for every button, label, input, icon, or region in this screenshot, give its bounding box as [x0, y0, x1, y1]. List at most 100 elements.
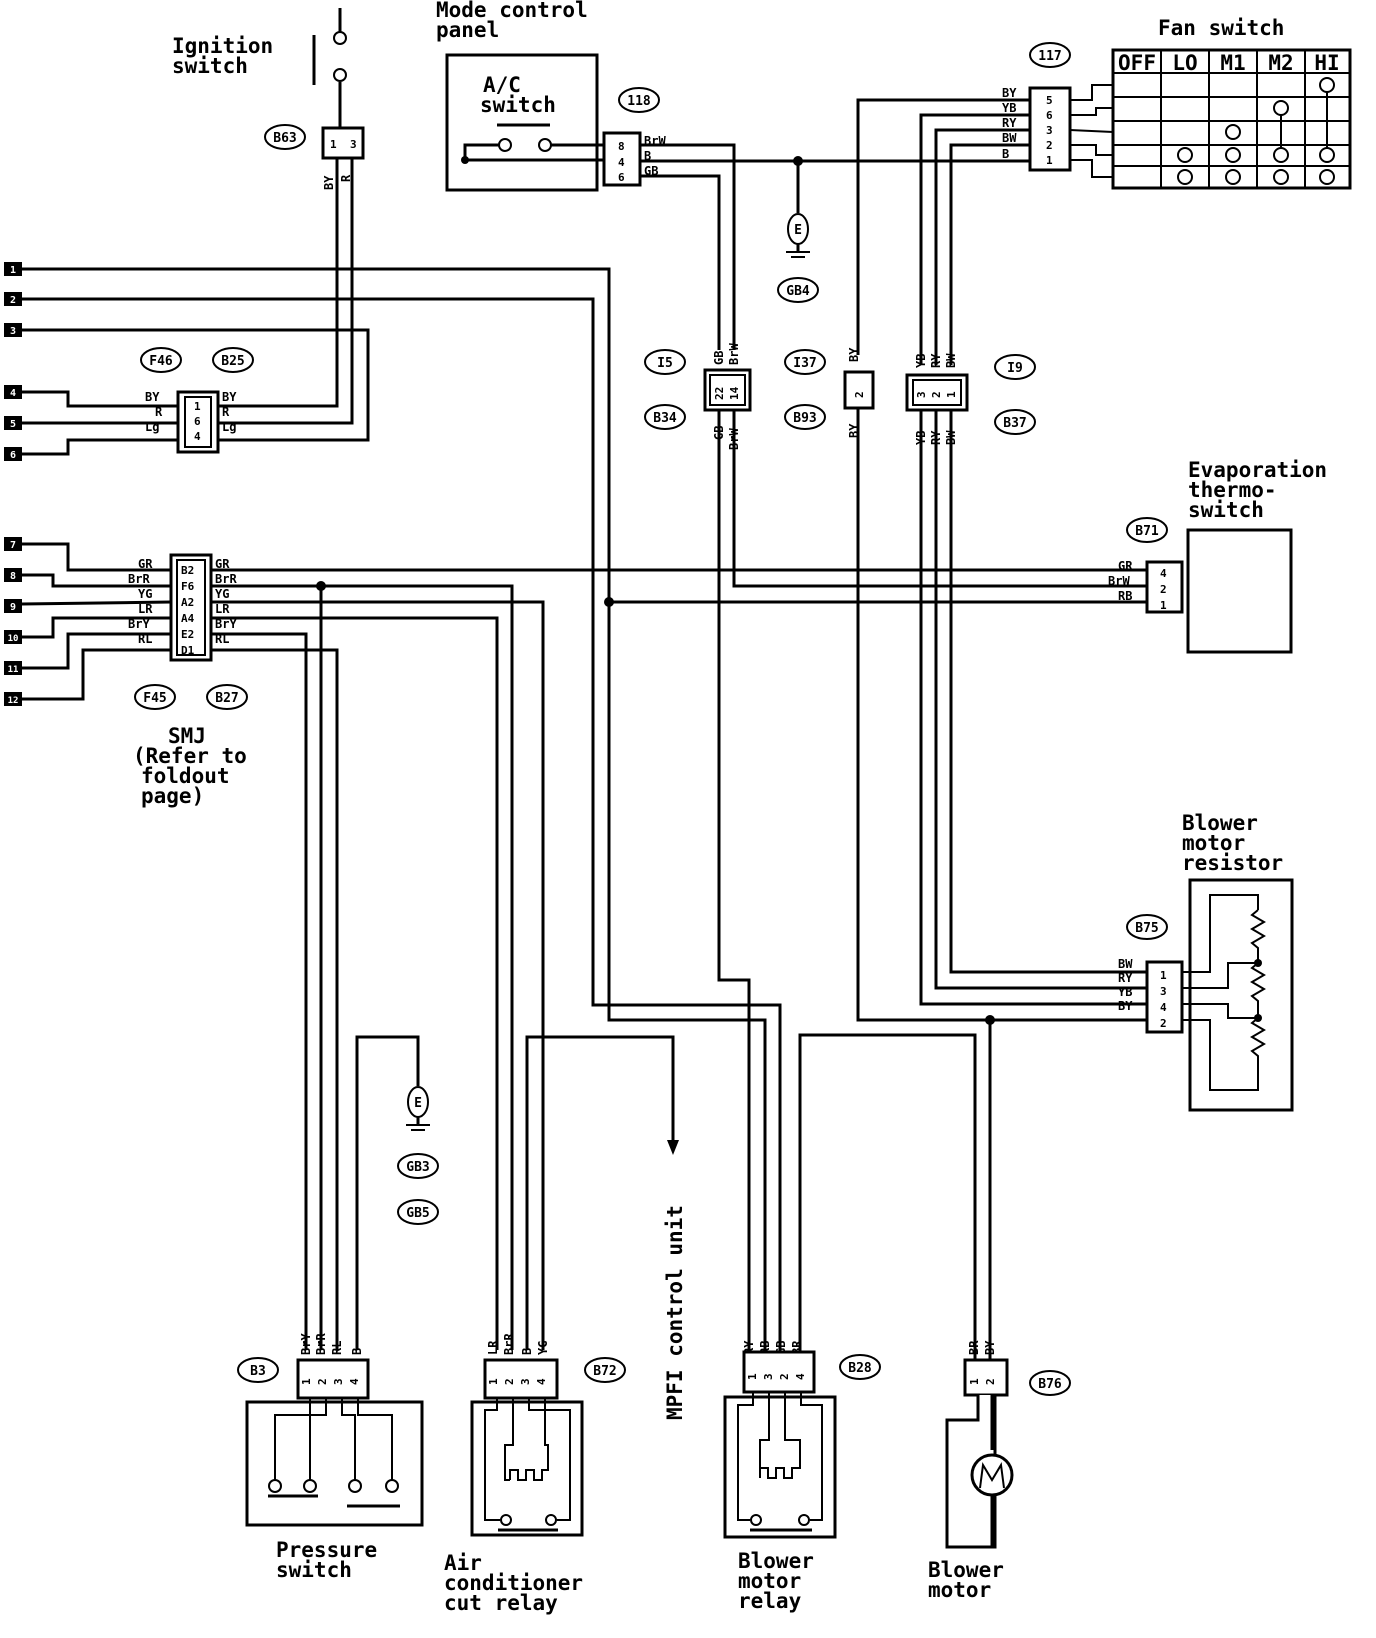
b72-pin-1: 1	[487, 1378, 500, 1385]
connector-b76-label: B76	[1038, 1377, 1062, 1392]
terminal-11-box	[4, 661, 22, 675]
b63-pin-1: 1	[330, 138, 337, 151]
terminal-10: 10	[4, 630, 22, 644]
b75-pin-1: 1	[1160, 969, 1167, 982]
b72-coil	[509, 1398, 549, 1481]
connector-b71-body	[1145, 560, 1184, 614]
fan-link-w2	[1070, 107, 1113, 116]
b28-pin-2: 2	[778, 1373, 791, 1380]
f46-right-by: BY	[222, 390, 237, 404]
connector-tag-117	[1029, 42, 1071, 68]
fan-switch-label: Fan switch	[1158, 16, 1284, 40]
wire-term-7	[22, 542, 171, 572]
b3-contact-1	[268, 1479, 282, 1493]
smj-pin-e2: E2	[181, 628, 194, 641]
i5-top-brw: BrW	[727, 343, 741, 365]
smj-right-lr: LR	[215, 602, 230, 616]
terminal-11: 11	[4, 661, 22, 675]
b72-pin-2: 2	[503, 1378, 516, 1385]
b3-wire-bry: BrY	[299, 1333, 313, 1355]
b71-wire-gr: GR	[1118, 559, 1133, 573]
fan-link-w3	[1069, 129, 1114, 133]
wire-brr-smj	[211, 584, 514, 1350]
pressure-switch-label-2: switch	[276, 1558, 352, 1582]
b72-pin-4: 4	[535, 1378, 548, 1385]
pressure-switch-label-1: Pressure	[276, 1538, 377, 1562]
fan-pos-lo: LO	[1172, 51, 1197, 75]
connector-f46-label: F46	[149, 354, 173, 369]
fan-contact-lo-1	[1177, 147, 1193, 163]
smj-pin-a4: A4	[181, 612, 195, 625]
wire-term-8	[22, 573, 171, 588]
connector-tag-118	[618, 87, 660, 113]
b28-contact-1	[750, 1514, 762, 1526]
fan-contact-m2-3	[1273, 169, 1289, 185]
connector-b71-label: B71	[1135, 524, 1159, 539]
wire-rl-smj	[211, 648, 339, 1350]
b63-pin-3: 3	[350, 138, 357, 151]
terminal-9-box	[4, 599, 22, 613]
b28-coil	[759, 1392, 801, 1479]
fan-pos-hi: HI	[1314, 51, 1339, 75]
smj-left-gr: GR	[138, 557, 153, 571]
b3-int-1	[274, 1398, 311, 1480]
fan-pos-off: OFF	[1118, 51, 1156, 75]
ignition-contact-1	[333, 31, 347, 45]
b76-wire-br: BR	[967, 1340, 981, 1355]
terminal-1: 1	[4, 262, 22, 276]
terminal-11-label: 11	[8, 665, 19, 675]
fan-contact-m1-2	[1225, 147, 1241, 163]
wire-bw-b75	[949, 410, 1147, 974]
smj-left-bry: BrY	[128, 617, 150, 631]
b71-pin-2: 2	[1160, 583, 1167, 596]
b63-wire-r: R	[339, 174, 353, 182]
connector-smj-inner	[176, 559, 206, 656]
b28-int-4	[800, 1392, 823, 1521]
smj-label-2: (Refer to	[133, 744, 247, 768]
wire-bw-fan	[949, 143, 1030, 365]
blower-motor-relay: B28 RY RB GB BR 1 3 2 4 Blower motor rel…	[723, 1340, 881, 1613]
connector-b37-label: B37	[1003, 416, 1026, 431]
ground-gb4-e: E	[794, 223, 802, 238]
mode-control-panel: Mode control panel A/C switch	[436, 0, 604, 192]
ac-cut-relay-label-2: conditioner	[444, 1571, 583, 1595]
b72-pin-3: 3	[519, 1378, 532, 1385]
terminal-1-label: 1	[10, 265, 16, 276]
blower-motor: B76 BR BY 1 2 Blower motor	[928, 1340, 1071, 1602]
wire-bry-smj	[211, 632, 308, 1350]
terminal-4-label: 4	[10, 388, 16, 399]
c118-pin-6: 6	[618, 171, 625, 184]
b72-wire-brr: BrR	[502, 1333, 516, 1355]
terminal-3-box	[4, 323, 22, 337]
f46-pin-6: 6	[194, 415, 201, 428]
terminal-4-box	[4, 385, 22, 399]
fan-switch: Fan switch OFF LO M1 M2 HI	[1111, 16, 1352, 190]
connector-118-label: 118	[627, 94, 651, 109]
c117-wire-b: B	[1002, 147, 1009, 161]
connector-i5-b34: I5 B34 22 14 GB BrW GB BrW	[644, 343, 752, 450]
connector-tag-gb5	[397, 1199, 439, 1225]
b63-wire-by: BY	[322, 175, 336, 190]
b28-pin-4: 4	[794, 1373, 807, 1380]
connector-b28-label: B28	[848, 1361, 872, 1376]
b71-pin-1: 1	[1160, 599, 1167, 612]
c117-wire-by: BY	[1002, 86, 1017, 100]
b28-contact-2	[798, 1514, 810, 1526]
mpfi-arrow	[667, 1140, 679, 1155]
connector-tag-b75	[1126, 914, 1168, 940]
b76-pin-2: 2	[984, 1378, 997, 1385]
resistor-int-1	[1182, 894, 1259, 973]
wire-term-11	[22, 632, 171, 670]
mpfi-label: MPFI control unit	[663, 1205, 687, 1420]
resistor-coil-2	[1250, 962, 1266, 1018]
wire-term-6	[22, 438, 178, 456]
smj-pin-b2: B2	[181, 564, 194, 577]
smj-right-brr: BrR	[215, 572, 237, 586]
terminal-6: 6	[4, 447, 22, 461]
fan-contact-m1-3	[1225, 169, 1241, 185]
f46-left-by: BY	[145, 390, 160, 404]
terminal-2-label: 2	[10, 295, 16, 306]
terminal-12-box	[4, 692, 22, 706]
b3-int-2	[309, 1398, 327, 1480]
connector-118: 118 8 4 6 BrW B GB	[602, 87, 666, 187]
